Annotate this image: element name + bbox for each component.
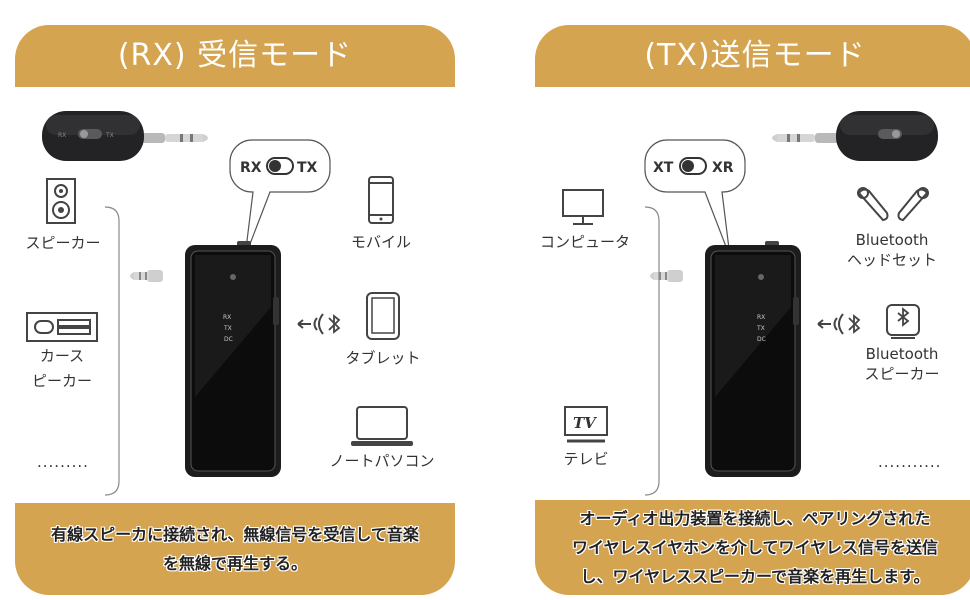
car-speaker-label-line2: ピーカー [17,370,107,392]
rx-mode-panel: (RX) 受信モード RX TX RX TX [15,25,455,595]
bluetooth-headset-icon [853,183,933,225]
svg-text:TX: TX [756,325,765,332]
car-stereo-icon [25,311,99,343]
rx-dongle-image: RX TX [40,103,215,168]
svg-text:RX: RX [58,132,66,139]
rx-switch-label-right: TX [297,160,318,176]
tx-description-line3: し、ワイヤレススピーカーで音楽を再生します。 [581,567,930,586]
tx-switch-label-left: XT [653,160,674,176]
tx-description-line1: オーディオ出力装置を接続し、ペアリングされた [580,509,931,528]
svg-text:DC: DC [224,336,233,343]
tx-dongle-image [765,103,940,168]
tv-screen-text: TV [573,414,597,432]
tv-icon: TV [563,405,609,445]
rx-description-box: 有線スピーカに接続され、無線信号を受信して音楽 を無線で再生する。 [15,503,455,595]
svg-text:RX: RX [223,314,231,321]
tx-mode-title: (TX)送信モード [535,25,970,87]
rx-switch-label-left: RX [240,160,262,176]
tv-label: テレビ [541,448,631,470]
bluetooth-speaker-icon [885,303,921,341]
more-devices-ellipsis: ........... [878,453,941,471]
bt-speaker-label-line2: スピーカー [857,363,947,385]
computer-label: コンピュータ [535,231,640,253]
tx-transmitter-device: RX TX DC [645,237,815,497]
bt-headset-label-line1: Bluetooth [847,229,937,251]
bt-speaker-label-line1: Bluetooth [857,343,947,365]
rx-description-line2: を無線で再生する。 [163,554,307,573]
toggle-knob-icon [269,160,281,172]
more-devices-ellipsis: ......... [37,453,89,471]
speaker-label: スピーカー [18,232,108,254]
speaker-icon [45,177,77,225]
rx-description-line1: 有線スピーカに接続され、無線信号を受信して音楽 [51,525,419,544]
svg-text:TX: TX [105,132,114,139]
toggle-knob-icon [682,160,694,172]
tablet-label: タブレット [337,347,429,369]
monitor-icon [561,188,605,228]
tx-left-bracket [643,205,663,505]
rx-mode-title: (RX) 受信モード [15,25,455,87]
bluetooth-signal-icon [815,310,865,338]
mobile-phone-icon [367,175,395,225]
tablet-icon [365,291,401,341]
bluetooth-signal-icon [295,310,345,338]
tx-mode-panel: (TX)送信モード XT XR RX [535,25,970,595]
car-speaker-label-line1: カース [17,345,107,367]
laptop-icon [349,405,415,449]
laptop-label: ノートパソコン [327,450,437,472]
rx-transmitter-device: RX TX DC [125,237,295,497]
tx-description-line2: ワイヤレスイヤホンを介してワイヤレス信号を送信 [572,538,938,557]
mobile-label: モバイル [335,231,427,253]
bt-headset-label-line2: ヘッドセット [843,249,941,271]
svg-text:RX: RX [757,314,765,321]
tx-switch-label-right: XR [712,160,734,176]
svg-text:TX: TX [223,325,232,332]
svg-text:DC: DC [757,336,766,343]
tx-description-box: オーディオ出力装置を接続し、ペアリングされた ワイヤレスイヤホンを介してワイヤレ… [535,500,970,595]
